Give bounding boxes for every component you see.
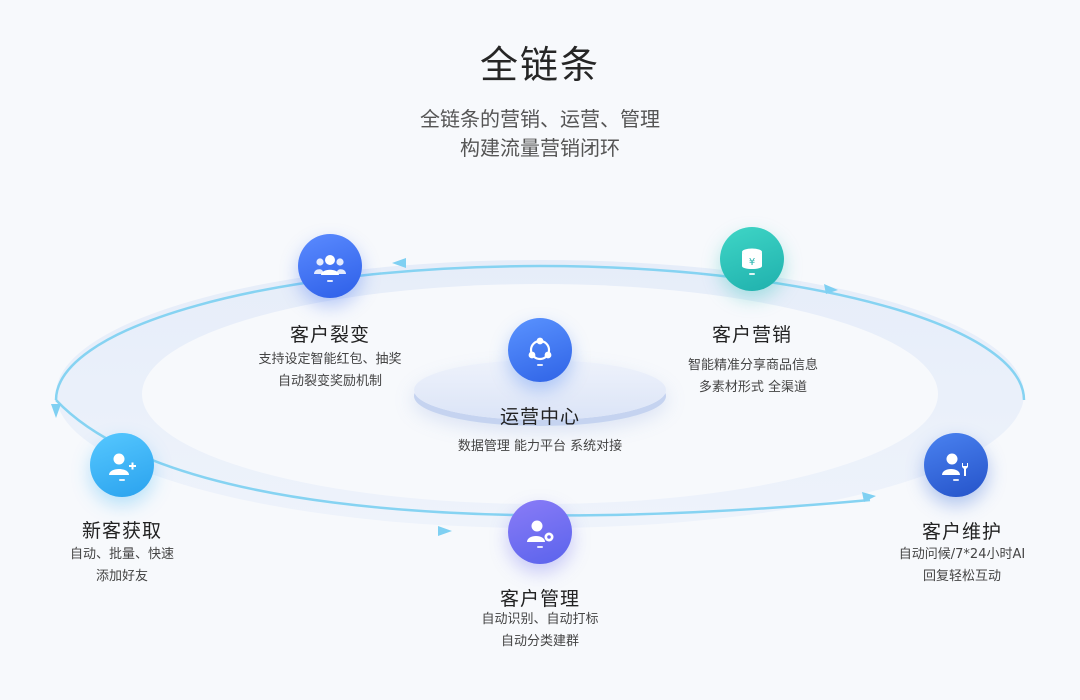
- acquire-desc-line-1: 自动、批量、快速: [69, 547, 174, 562]
- manage-icon-button: [508, 500, 572, 564]
- ring-arc-top: [54, 264, 1026, 401]
- acquire-desc-line-2: 添加好友: [95, 569, 148, 584]
- manage-desc-line-2: 自动分类建群: [500, 634, 579, 649]
- marketing-icon-button: ¥: [720, 227, 784, 291]
- user-settings-icon: [527, 520, 554, 542]
- hub-icon-button: [508, 318, 572, 382]
- maintain-desc-line-1: 自动问候/7*24小时AI: [898, 547, 1026, 562]
- subtitle-line-2: 构建流量营销闭环: [460, 136, 620, 160]
- acquire-icon-button: [90, 433, 154, 497]
- acquire-title: 新客获取: [81, 520, 162, 542]
- maintain-desc: 自动问候/7*24小时AI 回复轻松互动: [842, 544, 1080, 588]
- manage-title: 客户管理: [499, 588, 580, 610]
- acquire-desc: 自动、批量、快速 添加好友: [2, 544, 242, 588]
- marketing-desc-line-2: 多素材形式 全渠道: [698, 380, 808, 395]
- page-title: 全链条: [479, 43, 600, 87]
- coin-database-icon: ¥: [742, 248, 762, 269]
- fission-desc: 支持设定智能红包、抽奖 自动裂变奖励机制: [210, 349, 450, 393]
- maintain-desc-line-2: 回复轻松互动: [922, 569, 1001, 584]
- share-network-icon: [528, 337, 552, 361]
- marketing-desc: 智能精准分享商品信息 多素材形式 全渠道: [633, 355, 873, 399]
- subtitle-line-1: 全链条的营销、运营、管理: [420, 107, 660, 131]
- maintain-icon-button: [924, 433, 988, 497]
- hub-desc: 数据管理 能力平台 系统对接: [457, 439, 623, 454]
- arrow-bottom-right: [862, 492, 876, 502]
- fission-icon-button: [298, 234, 362, 298]
- marketing-title: 客户营销: [711, 324, 792, 346]
- arrow-top: [392, 258, 406, 268]
- fission-desc-line-1: 支持设定智能红包、抽奖: [258, 352, 402, 367]
- maintain-title: 客户维护: [921, 521, 1002, 543]
- arrow-right-top: [824, 284, 838, 294]
- svg-text:¥: ¥: [749, 257, 755, 268]
- user-group-icon: [314, 255, 346, 275]
- user-wrench-icon: [942, 453, 968, 476]
- hub-title: 运营中心: [499, 406, 580, 428]
- arrow-left: [51, 404, 61, 418]
- fission-title: 客户裂变: [289, 324, 370, 346]
- manage-desc: 自动识别、自动打标 自动分类建群: [420, 609, 660, 653]
- arrow-bottom-left: [438, 526, 452, 536]
- manage-desc-line-1: 自动识别、自动打标: [481, 612, 599, 627]
- fission-desc-line-2: 自动裂变奖励机制: [277, 374, 382, 389]
- marketing-desc-line-1: 智能精准分享商品信息: [687, 358, 818, 373]
- add-user-icon: [109, 453, 136, 475]
